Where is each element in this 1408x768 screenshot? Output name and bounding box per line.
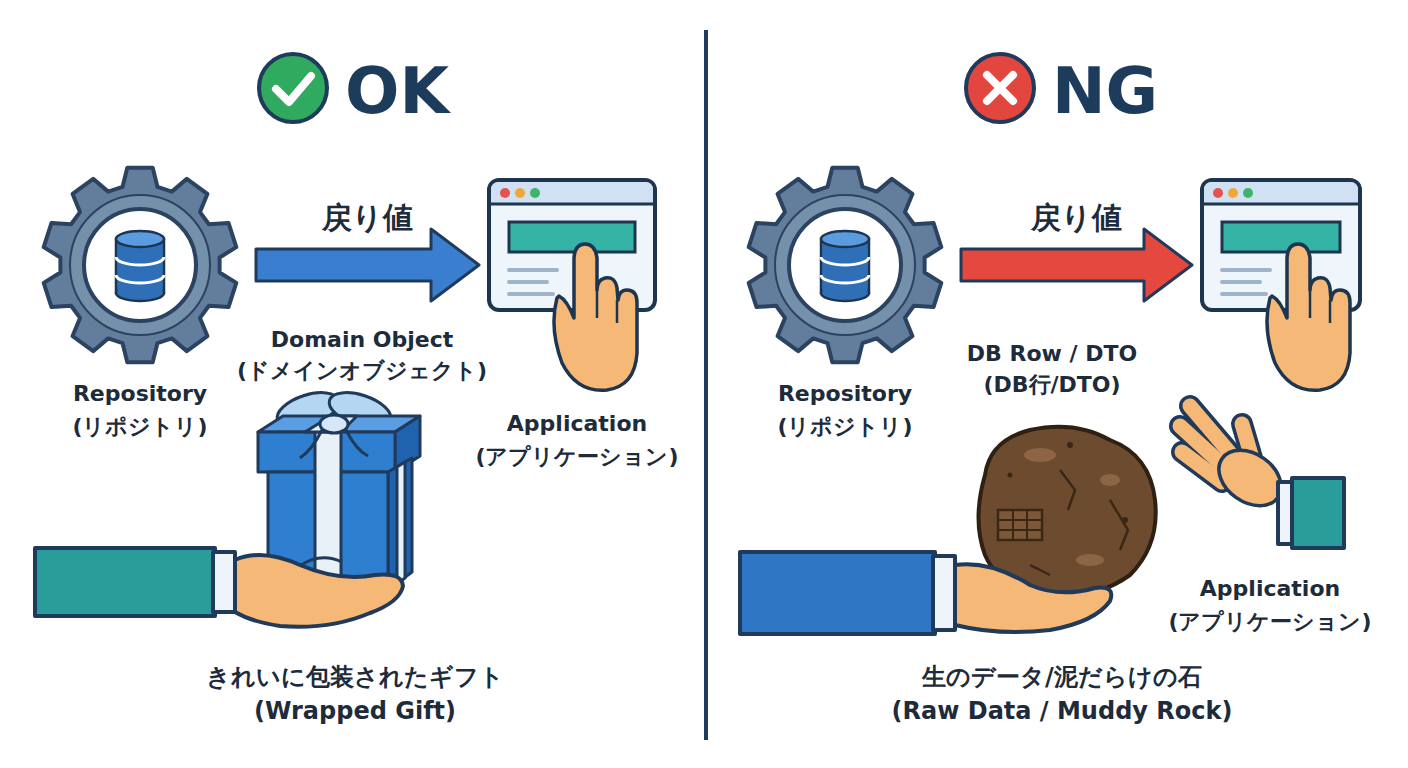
window-icon [1202, 203, 1360, 206]
window-icon [597, 290, 617, 323]
ok-icon [259, 54, 327, 122]
rock-illustration [1100, 474, 1120, 486]
node-label: Repository (リポジトリ) [45, 377, 235, 443]
rock-illustration [1067, 442, 1073, 448]
giving-hand [213, 552, 235, 612]
window-icon [487, 178, 657, 312]
rock-illustration [1024, 448, 1056, 462]
giving-hand [235, 555, 403, 627]
giving-hand [35, 548, 403, 627]
window-icon [509, 222, 635, 252]
gear-icon [745, 165, 945, 365]
divider-line [704, 30, 708, 740]
gift-illustration [305, 416, 357, 432]
rock-illustration [1008, 473, 1013, 478]
gear-icon [116, 257, 164, 283]
gear-icon [84, 209, 196, 321]
application-node: Application (アプリケーション) [487, 178, 657, 312]
edge-label: 戻り値 [957, 198, 1197, 238]
window-icon [1204, 182, 1358, 204]
gear-icon [789, 209, 901, 321]
window-icon [509, 270, 557, 294]
gift-illustration [388, 458, 412, 590]
window-icon [515, 188, 525, 198]
window-icon [554, 244, 637, 390]
gear-icon [821, 231, 869, 247]
ok-heading: OK [345, 46, 449, 136]
window-icon [1200, 178, 1362, 312]
rock-illustration [1030, 470, 1128, 575]
giving-hand [300, 558, 342, 566]
caption: 生のデータ/泥だらけの石 (Raw Data / Muddy Rock) [827, 660, 1297, 728]
return-type-label: DB Row / DTO (DB行/DTO) [947, 338, 1157, 400]
rejecting-hand [1182, 452, 1222, 482]
edge-label: 戻り値 [248, 198, 488, 238]
holding-hand [955, 564, 1111, 632]
gift-illustration [320, 415, 348, 433]
node-label: Repository (リポジトリ) [750, 377, 940, 443]
rock-illustration [998, 510, 1042, 540]
gear-icon [749, 168, 942, 362]
window-icon [489, 203, 655, 206]
gear-icon [116, 231, 164, 247]
rock-illustration [998, 510, 1042, 540]
window-icon [1310, 290, 1330, 323]
gear-icon [44, 168, 237, 362]
ok-icon [276, 76, 311, 102]
ng-icon [966, 54, 1034, 122]
gear-icon [775, 195, 915, 335]
rock-illustration [1076, 554, 1104, 566]
gift-illustration [258, 416, 420, 432]
window-icon [500, 188, 510, 198]
gear-icon [40, 165, 240, 365]
window-icon [1213, 188, 1223, 198]
repository-node: Repository (リポジトリ) [745, 165, 945, 365]
gift-illustration [315, 432, 341, 590]
gift-illustration [397, 462, 405, 584]
ng-icon [987, 75, 1013, 101]
application-node: Application (アプリケーション) [1200, 178, 1362, 312]
return-arrow [961, 229, 1192, 301]
window-icon [1228, 188, 1238, 198]
gear-icon [70, 195, 210, 335]
node-label: Application (アプリケーション) [457, 407, 697, 473]
gear-icon [821, 257, 869, 283]
window-icon [1222, 222, 1340, 252]
window-icon [1267, 244, 1350, 390]
holding-hand [740, 552, 1111, 634]
repository-node: Repository (リポジトリ) [40, 165, 240, 365]
rejecting-hand [1180, 406, 1344, 548]
ng-icon [987, 75, 1013, 101]
window-icon [491, 182, 653, 204]
giving-hand [35, 548, 215, 616]
holding-hand [740, 552, 935, 634]
gift-illustration [300, 430, 368, 458]
return-type-label: Domain Object (ドメインオブジェクト) [222, 324, 502, 386]
ok-icon [259, 54, 327, 122]
caption: きれいに包装されたギフト (Wrapped Gift) [135, 660, 575, 728]
node-label: Application (アプリケーション) [1150, 572, 1390, 638]
rejecting-hand [1292, 478, 1344, 548]
ng-heading: NG [1052, 46, 1158, 136]
ng-icon [966, 54, 1034, 122]
window-icon [1222, 270, 1270, 294]
holding-hand [933, 556, 955, 630]
return-arrow [256, 229, 479, 301]
window-icon [530, 188, 540, 198]
window-icon [1243, 188, 1253, 198]
